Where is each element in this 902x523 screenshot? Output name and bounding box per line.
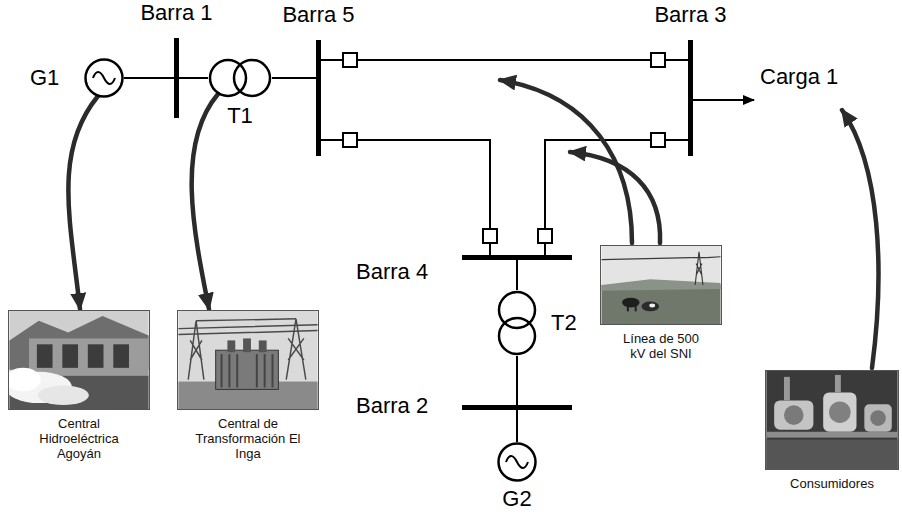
element-label: Barra 2 xyxy=(356,393,428,419)
photo-card: Central Hidroeléctrica Agoyán xyxy=(8,310,150,461)
symbol-outline xyxy=(208,58,272,98)
transformer-symbol: T1 xyxy=(208,58,272,98)
pointer-arrow xyxy=(68,96,98,309)
power-line xyxy=(516,260,518,290)
element-label: T1 xyxy=(227,103,253,129)
element-label: Barra 1 xyxy=(140,0,212,26)
pointer-arrow xyxy=(192,94,218,309)
bus-bar: Barra 2 xyxy=(462,405,572,410)
photo-caption: Consumidores xyxy=(767,476,897,491)
photo-caption: Central de Transformación El Inga xyxy=(192,416,304,461)
bus-bar: Barra 3 xyxy=(688,40,693,156)
element-label: T2 xyxy=(551,310,577,336)
transformer-symbol: T2 xyxy=(497,290,537,356)
element-label: Barra 4 xyxy=(356,259,428,285)
symbol-outline xyxy=(497,290,537,356)
circuit-breakers xyxy=(343,53,665,243)
element-label: G2 xyxy=(502,486,531,512)
power-line xyxy=(124,77,174,79)
bus-bar: Barra 4 xyxy=(462,255,572,260)
photo-card: Línea de 500 kV del SNI xyxy=(600,245,722,361)
element-label: G1 xyxy=(30,65,59,91)
photo-image xyxy=(765,370,899,470)
symbol-outline xyxy=(497,442,537,482)
element-label: Barra 5 xyxy=(282,2,354,28)
bus-bar: Barra 5 xyxy=(316,40,321,156)
photo-card: Central de Transformación El Inga xyxy=(177,310,319,461)
photo-caption: Central Hidroeléctrica Agoyán xyxy=(27,416,131,461)
generator-symbol: G2 xyxy=(497,442,537,482)
power-line xyxy=(321,59,688,61)
power-line xyxy=(516,410,518,442)
power-line xyxy=(321,140,490,255)
element-label: Barra 3 xyxy=(654,2,726,28)
photo-card: Consumidores xyxy=(765,370,899,491)
load-arrow xyxy=(693,99,754,101)
photo-image xyxy=(8,310,150,410)
power-line xyxy=(272,77,316,79)
photo-image xyxy=(600,245,722,325)
generator-symbol: G1 xyxy=(84,58,124,98)
power-line xyxy=(516,356,518,405)
photo-image xyxy=(177,310,319,410)
power-line xyxy=(179,77,208,79)
bus-bar: Barra 1 xyxy=(174,38,179,118)
symbol-outline xyxy=(84,58,124,98)
load-label: Carga 1 xyxy=(760,64,838,90)
photo-caption: Línea de 500 kV del SNI xyxy=(615,331,707,361)
power-line xyxy=(545,140,688,255)
